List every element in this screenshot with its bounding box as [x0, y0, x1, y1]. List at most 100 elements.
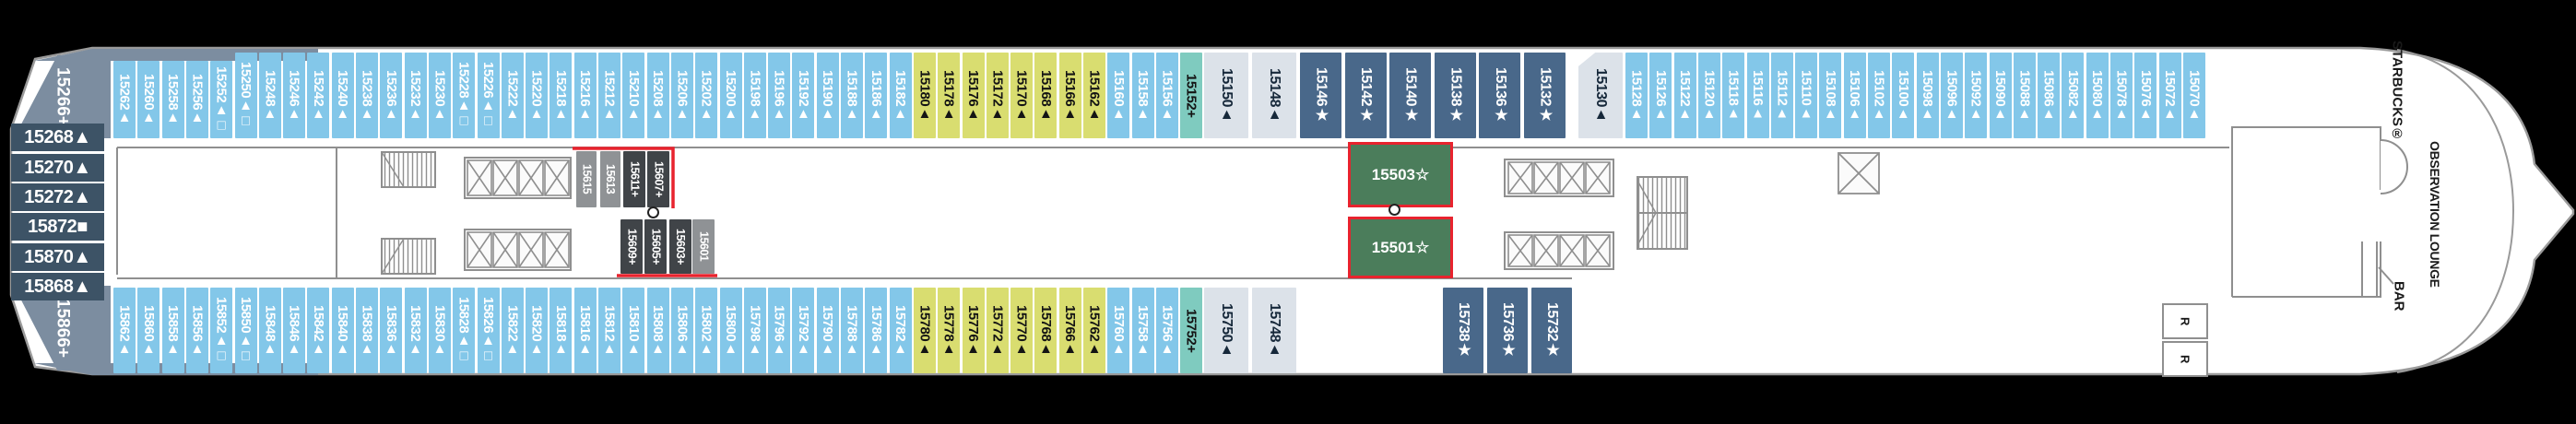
cabin-15196[interactable]: 15196▲ — [768, 53, 791, 138]
cabin-15790[interactable]: 15790▲ — [816, 288, 839, 373]
cabin-15758[interactable]: 15758▲ — [1131, 288, 1154, 373]
cabin-15788[interactable]: 15788▲ — [841, 288, 863, 373]
cabin-15836[interactable]: 15836▲ — [380, 288, 403, 373]
cabin-15860[interactable]: 15860▲ — [137, 288, 160, 373]
cabin-15156[interactable]: 15156▲ — [1155, 53, 1178, 138]
cabin-15870[interactable]: 15870▲ — [11, 243, 104, 271]
cabin-15116[interactable]: 15116▲ — [1746, 53, 1769, 138]
cabin-15603[interactable]: 15603+ — [668, 219, 691, 274]
cabin-15792[interactable]: 15792▲ — [792, 288, 815, 373]
cabin-15760[interactable]: 15760▲ — [1107, 288, 1130, 373]
cabin-15850[interactable]: 15850▲□ — [234, 288, 257, 373]
cabin-15102[interactable]: 15102▲ — [1868, 53, 1890, 138]
cabin-15270[interactable]: 15270▲ — [11, 154, 104, 182]
cabin-15176[interactable]: 15176▲ — [962, 53, 985, 138]
cabin-15096[interactable]: 15096▲ — [1940, 53, 1963, 138]
cabin-15778[interactable]: 15778▲ — [938, 288, 961, 373]
cabin-15226[interactable]: 15226▲□ — [477, 53, 500, 138]
cabin-15212[interactable]: 15212▲ — [598, 53, 620, 138]
cabin-15192[interactable]: 15192▲ — [792, 53, 815, 138]
cabin-15842[interactable]: 15842▲ — [307, 288, 330, 373]
cabin-15838[interactable]: 15838▲ — [356, 288, 378, 373]
cabin-15186[interactable]: 15186▲ — [865, 53, 888, 138]
cabin-15798[interactable]: 15798▲ — [743, 288, 766, 373]
cabin-15615[interactable]: 15615 — [576, 151, 597, 207]
cabin-15198[interactable]: 15198▲ — [743, 53, 766, 138]
stairs-forward[interactable] — [381, 151, 436, 275]
cabin-15503[interactable]: 15503☆ — [1348, 142, 1453, 207]
cabin-15172[interactable]: 15172▲ — [986, 53, 1009, 138]
cabin-15216[interactable]: 15216▲ — [573, 53, 597, 138]
cabin-15136[interactable]: 15136★ — [1479, 53, 1521, 138]
cabin-15840[interactable]: 15840▲ — [331, 288, 354, 373]
cabin-15732[interactable]: 15732★ — [1531, 288, 1572, 373]
cabin-15140[interactable]: 15140★ — [1389, 53, 1432, 138]
cabin-15858[interactable]: 15858▲ — [161, 288, 184, 373]
cabin-15118[interactable]: 15118▲ — [1722, 53, 1745, 138]
elevator-bank-forward[interactable] — [464, 157, 572, 271]
cabin-15830[interactable]: 15830▲ — [428, 288, 451, 373]
cabin-15808[interactable]: 15808▲ — [646, 288, 669, 373]
cabin-15132[interactable]: 15132★ — [1524, 53, 1566, 138]
cabin-15122[interactable]: 15122▲ — [1673, 53, 1696, 138]
cabin-15160[interactable]: 15160▲ — [1107, 53, 1130, 138]
cabin-15826[interactable]: 15826▲□ — [477, 288, 500, 373]
cabin-15748[interactable]: 15748▲ — [1252, 288, 1296, 373]
cabin-15818[interactable]: 15818▲ — [549, 288, 573, 373]
cabin-15080[interactable]: 15080▲ — [2086, 53, 2109, 138]
cabin-15210[interactable]: 15210▲ — [622, 53, 645, 138]
cabin-15607[interactable]: 15607+ — [647, 151, 670, 207]
cabin-15200[interactable]: 15200▲ — [719, 53, 742, 138]
cabin-15822[interactable]: 15822▲ — [501, 288, 524, 373]
cabin-15086[interactable]: 15086▲ — [2038, 53, 2061, 138]
cabin-15070[interactable]: 15070▲ — [2182, 53, 2205, 138]
cabin-15846[interactable]: 15846▲ — [283, 288, 306, 373]
cabin-15770[interactable]: 15770▲ — [1010, 288, 1034, 373]
cabin-15250[interactable]: 15250▲□ — [234, 53, 257, 138]
cabin-15230[interactable]: 15230▲ — [428, 53, 451, 138]
cabin-15188[interactable]: 15188▲ — [841, 53, 863, 138]
cabin-15872[interactable]: 15872■ — [11, 213, 104, 241]
cabin-15772[interactable]: 15772▲ — [986, 288, 1009, 373]
cabin-15158[interactable]: 15158▲ — [1131, 53, 1154, 138]
cabin-15796[interactable]: 15796▲ — [768, 288, 791, 373]
cabin-15752[interactable]: 15752+ — [1180, 288, 1203, 373]
cabin-15128[interactable]: 15128▲ — [1625, 53, 1648, 138]
cabin-15152[interactable]: 15152+ — [1180, 53, 1203, 138]
cabin-15780[interactable]: 15780▲ — [913, 288, 936, 373]
cabin-15260[interactable]: 15260▲ — [137, 61, 160, 138]
cabin-15076[interactable]: 15076▲ — [2134, 53, 2157, 138]
cabin-15258[interactable]: 15258▲ — [161, 61, 184, 138]
cabin-15848[interactable]: 15848▲ — [258, 288, 281, 373]
cabin-15228[interactable]: 15228▲□ — [453, 53, 476, 138]
cabin-15126[interactable]: 15126▲ — [1649, 53, 1672, 138]
cabin-15162[interactable]: 15162▲ — [1083, 53, 1105, 138]
cabin-15242[interactable]: 15242▲ — [307, 53, 330, 138]
cabin-15611[interactable]: 15611+ — [623, 151, 645, 207]
cabin-15202[interactable]: 15202▲ — [695, 53, 718, 138]
cabin-15810[interactable]: 15810▲ — [622, 288, 645, 373]
elevator-bank-mid[interactable] — [1504, 159, 1614, 270]
cabin-15130[interactable]: 15130▲ — [1578, 53, 1623, 138]
cabin-15138[interactable]: 15138★ — [1434, 53, 1476, 138]
cabin-15112[interactable]: 15112▲ — [1770, 53, 1793, 138]
cabin-15812[interactable]: 15812▲ — [598, 288, 620, 373]
cabin-15088[interactable]: 15088▲ — [2013, 53, 2036, 138]
cabin-15100[interactable]: 15100▲ — [1892, 53, 1915, 138]
cabin-15220[interactable]: 15220▲ — [526, 53, 549, 138]
cabin-15736[interactable]: 15736★ — [1487, 288, 1528, 373]
cabin-15098[interactable]: 15098▲ — [1916, 53, 1939, 138]
cabin-15238[interactable]: 15238▲ — [356, 53, 378, 138]
cabin-15806[interactable]: 15806▲ — [670, 288, 693, 373]
cabin-15832[interactable]: 15832▲ — [404, 288, 427, 373]
cabin-15766[interactable]: 15766▲ — [1058, 288, 1081, 373]
cabin-15272[interactable]: 15272▲ — [11, 183, 104, 211]
cabin-15262[interactable]: 15262▲ — [113, 61, 136, 138]
cabin-15248[interactable]: 15248▲ — [258, 53, 281, 138]
cabin-15182[interactable]: 15182▲ — [889, 53, 912, 138]
cabin-15800[interactable]: 15800▲ — [719, 288, 742, 373]
cabin-15206[interactable]: 15206▲ — [670, 53, 693, 138]
cabin-15738[interactable]: 15738★ — [1443, 288, 1483, 373]
cabin-15090[interactable]: 15090▲ — [1989, 53, 2012, 138]
cabin-15802[interactable]: 15802▲ — [695, 288, 718, 373]
